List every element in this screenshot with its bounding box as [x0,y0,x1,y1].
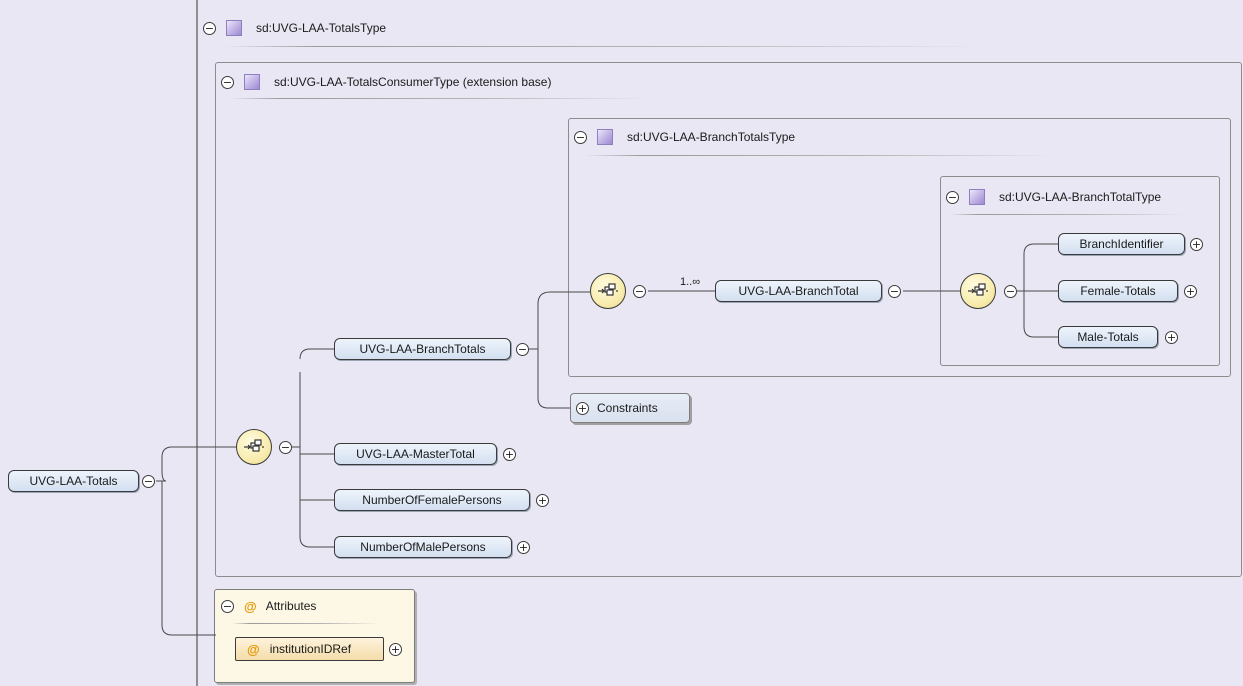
expand-icon[interactable]: + [389,643,402,656]
collapse-icon[interactable]: − [946,190,959,204]
sequence-icon[interactable] [236,429,272,465]
totals-type-label: sd:UVG-LAA-TotalsType [256,21,387,35]
expand-icon[interactable]: + [1165,331,1178,344]
totals-type-header: − sd:UVG-LAA-TotalsType [203,19,386,37]
complex-type-icon [969,189,985,205]
collapse-icon[interactable]: − [888,285,901,298]
branch-totals-type-header: − sd:UVG-LAA-BranchTotalsType [574,128,795,146]
attributes-box [214,589,415,683]
element-label: Female-Totals [1080,284,1156,298]
element-female-persons[interactable]: NumberOfFemalePersons [334,489,530,511]
element-male-totals[interactable]: Male-Totals [1058,326,1158,348]
branch-total-type-label: sd:UVG-LAA-BranchTotalType [999,190,1162,204]
branch-totals-type-box [568,118,1231,377]
attributes-label: Attributes [265,599,317,613]
header-rule [950,214,1185,215]
collapse-icon[interactable]: − [279,441,292,454]
collapse-icon[interactable]: − [516,343,529,356]
sequence-icon[interactable] [960,273,996,309]
element-label: NumberOfFemalePersons [362,493,502,507]
element-male-persons[interactable]: NumberOfMalePersons [334,536,512,558]
consumer-type-header: − sd:UVG-LAA-TotalsConsumerType (extensi… [221,73,551,91]
collapse-icon[interactable]: − [1004,285,1017,298]
element-branch-totals[interactable]: UVG-LAA-BranchTotals [334,338,511,360]
cardinality-label: 1..∞ [680,276,701,288]
element-label: BranchIdentifier [1079,237,1164,251]
constraints-label: Constraints [597,401,658,415]
header-rule [232,623,382,624]
attribute-label: institutionIDRef [269,642,352,656]
expand-icon[interactable]: + [1184,285,1197,298]
sequence-glyph [598,283,618,296]
element-label: UVG-LAA-BranchTotal [738,284,859,298]
consumer-type-box [215,62,1242,577]
panel-divider [196,0,198,686]
complex-type-icon [244,74,260,90]
branch-total-type-header: − sd:UVG-LAA-BranchTotalType [946,188,1161,206]
element-label: Male-Totals [1077,330,1139,344]
collapse-icon[interactable]: − [633,285,646,298]
element-branch-total[interactable]: UVG-LAA-BranchTotal [715,280,882,302]
left-panel [0,0,196,686]
attributes-header: − @ Attributes [221,597,316,615]
attribute-institution-id-ref[interactable]: @ institutionIDRef [235,637,384,661]
consumer-type-label: sd:UVG-LAA-TotalsConsumerType (extension… [274,75,552,89]
header-rule [230,98,650,99]
root-element[interactable]: UVG-LAA-Totals [8,470,139,492]
element-female-totals[interactable]: Female-Totals [1058,280,1178,302]
complex-type-icon [226,20,242,36]
branch-total-type-box [940,176,1220,366]
element-branch-identifier[interactable]: BranchIdentifier [1058,233,1185,255]
constraints-node[interactable]: + Constraints [570,393,690,423]
header-rule [585,155,1055,156]
expand-icon[interactable]: + [503,448,516,461]
expand-icon[interactable]: + [1190,238,1203,251]
sequence-icon[interactable] [590,273,626,309]
attribute-icon: @ [244,598,257,614]
collapse-icon[interactable]: − [221,75,234,89]
sequence-glyph [244,439,264,452]
header-rule [225,46,985,47]
element-master-total[interactable]: UVG-LAA-MasterTotal [334,443,497,465]
sequence-glyph [968,283,988,296]
attribute-icon: @ [247,641,260,657]
collapse-icon[interactable]: − [203,21,216,35]
expand-icon[interactable]: + [517,541,530,554]
complex-type-icon [597,129,613,145]
expand-icon[interactable]: + [536,494,549,507]
element-label: UVG-LAA-BranchTotals [359,342,486,356]
collapse-icon[interactable]: − [574,130,587,144]
collapse-icon[interactable]: − [142,475,155,488]
expand-icon[interactable]: + [576,401,589,415]
branch-totals-type-label: sd:UVG-LAA-BranchTotalsType [627,130,796,144]
collapse-icon[interactable]: − [221,599,234,613]
element-label: NumberOfMalePersons [360,540,486,554]
element-label: UVG-LAA-MasterTotal [356,447,475,461]
root-element-label: UVG-LAA-Totals [29,474,118,488]
